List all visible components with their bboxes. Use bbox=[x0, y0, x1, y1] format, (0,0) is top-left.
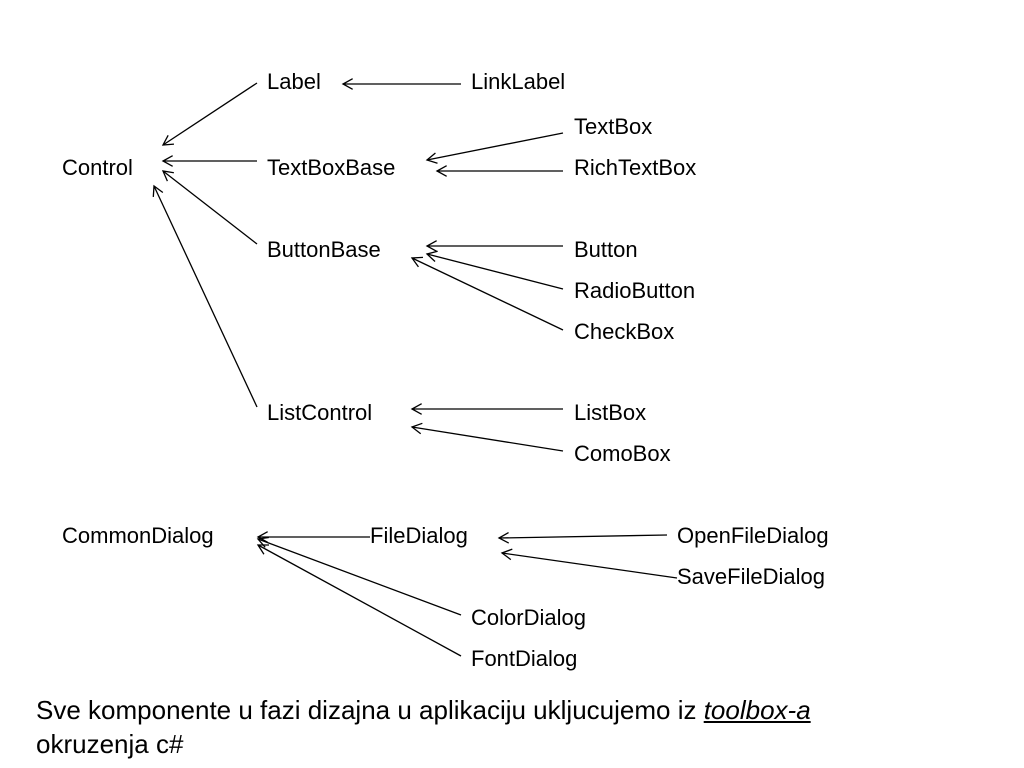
node-savefiledialog: SaveFileDialog bbox=[677, 564, 825, 589]
arrow-checkbox-to-buttonbase bbox=[410, 256, 564, 331]
arrow-radiobutton-to-buttonbase bbox=[425, 250, 564, 290]
node-filedialog: FileDialog bbox=[370, 523, 468, 548]
caption-text-line2: okruzenja c# bbox=[36, 729, 184, 759]
node-radiobutton: RadioButton bbox=[574, 278, 696, 303]
arrow-listbox-to-listcontrol bbox=[410, 403, 563, 415]
caption-text: Sve komponente u fazi dizajna u aplikaci… bbox=[36, 695, 704, 725]
node-checkbox: CheckBox bbox=[574, 319, 675, 344]
arrow-fontdialog-to-commondialog bbox=[256, 544, 462, 657]
node-fontdialog: FontDialog bbox=[471, 646, 578, 671]
node-label: Label bbox=[267, 69, 321, 94]
arrow-linklabel-to-label bbox=[341, 78, 461, 90]
node-textbox: TextBox bbox=[574, 114, 653, 139]
arrow-listcontrol-to-control bbox=[152, 184, 258, 408]
arrow-comobox-to-listcontrol bbox=[410, 422, 564, 452]
arrow-buttonbase-to-control bbox=[161, 170, 258, 245]
node-comobox: ComoBox bbox=[574, 441, 671, 466]
node-listbox: ListBox bbox=[574, 400, 647, 425]
node-listcontrol: ListControl bbox=[267, 400, 373, 425]
arrow-textbox-to-textboxbase bbox=[425, 132, 564, 164]
arrow-openfiledialog-to-filedialog bbox=[497, 531, 668, 544]
node-button: Button bbox=[574, 237, 638, 262]
node-openfiledialog: OpenFileDialog bbox=[677, 523, 829, 548]
node-richtextbox: RichTextBox bbox=[574, 155, 697, 180]
arrow-richtextbox-to-textboxbase bbox=[435, 165, 563, 177]
node-control: Control bbox=[62, 155, 133, 180]
arrow-label-to-control bbox=[161, 82, 258, 146]
arrow-filedialog-to-commondialog bbox=[256, 531, 370, 543]
arrow-button-to-buttonbase bbox=[425, 240, 563, 252]
node-commondialog: CommonDialog bbox=[62, 523, 214, 548]
caption-emphasis: toolbox-a bbox=[703, 695, 811, 725]
slide-caption: Sve komponente u fazi dizajna u aplikaci… bbox=[36, 693, 996, 761]
arrow-colordialog-to-commondialog bbox=[256, 536, 462, 616]
node-colordialog: ColorDialog bbox=[471, 605, 586, 630]
arrow-savefiledialog-to-filedialog bbox=[500, 548, 678, 579]
node-linklabel: LinkLabel bbox=[471, 69, 566, 94]
node-buttonbase: ButtonBase bbox=[267, 237, 381, 262]
arrow-textboxbase-to-control bbox=[161, 155, 257, 167]
node-textboxbase: TextBoxBase bbox=[267, 155, 396, 180]
